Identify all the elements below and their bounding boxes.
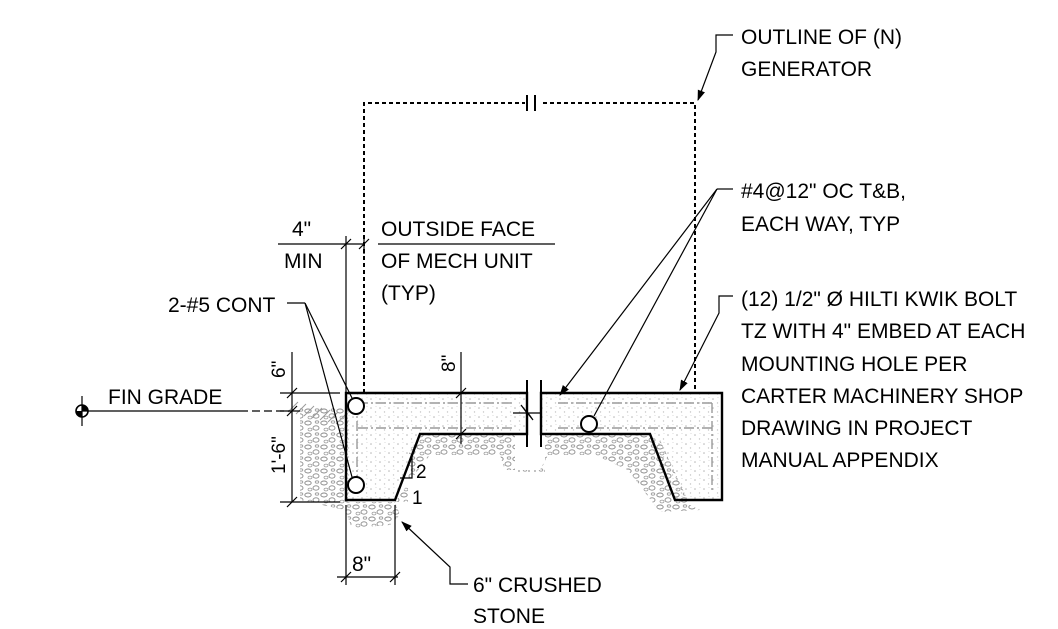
dim-8in-bottom-label: 8"	[352, 553, 371, 576]
bolt-note-label-1: (12) 1/2" Ø HILTI KWIK BOLT	[741, 288, 1017, 311]
bolt-note-label-4: CARTER MACHINERY SHOP	[741, 385, 1023, 408]
cont-bars-leaders	[287, 302, 353, 478]
rebar-circle	[580, 415, 598, 433]
cont-bars-label: 2-#5 CONT	[168, 294, 276, 317]
rebar-note-label-1: #4@12" OC T&B,	[741, 180, 906, 203]
center-vertical-dim	[455, 352, 467, 444]
min-dim-top-label: 4"	[292, 218, 311, 241]
bolt-leader	[679, 295, 733, 391]
slope-run-label: 1	[412, 488, 423, 509]
bolt-note-label-2: TZ WITH 4" EMBED AT EACH	[741, 320, 1025, 343]
crushed-stone-fill	[300, 408, 700, 528]
min-dimension	[278, 236, 370, 393]
left-vertical-dims	[280, 352, 340, 508]
rebar-leaders	[559, 188, 733, 417]
bolt-note-label-5: DRAWING IN PROJECT	[741, 417, 973, 440]
min-dim-bottom-label: MIN	[284, 250, 323, 273]
slope-rise-label: 2	[416, 462, 427, 483]
rebar-note-label-2: EACH WAY, TYP	[741, 213, 900, 236]
bolt-note-label-3: MOUNTING HOLE PER	[741, 353, 967, 376]
grade-hatch	[287, 401, 347, 425]
outside-face-label-3: (TYP)	[381, 282, 436, 305]
circle-crosshair-icon	[75, 404, 89, 418]
dim-1ft6in-label: 1'-6"	[269, 436, 290, 474]
generator-leader	[697, 34, 733, 102]
break-line-icon	[513, 380, 542, 447]
generator-outline-label-1: OUTLINE OF (N)	[741, 26, 902, 49]
slope-indicator	[400, 455, 413, 479]
outside-face-label-2: OF MECH UNIT	[381, 250, 533, 273]
cont-bar-bottom	[347, 476, 365, 494]
bottom-dimension	[337, 505, 401, 585]
bolt-note-label-6: MANUAL APPENDIX	[741, 449, 939, 472]
dim-6in-label: 6"	[269, 361, 290, 378]
generator-outline-label-2: GENERATOR	[741, 58, 872, 81]
stone-label-1: 6" CRUSHED	[473, 574, 602, 597]
cont-bar-top	[347, 397, 365, 415]
generator-outline	[363, 95, 696, 393]
fin-grade-label: FIN GRADE	[108, 386, 222, 409]
stone-leader	[401, 521, 468, 585]
outside-face-label-1: OUTSIDE FACE	[381, 218, 535, 241]
dim-8in-vertical-label: 8"	[439, 355, 460, 372]
stone-label-2: STONE	[473, 605, 545, 628]
